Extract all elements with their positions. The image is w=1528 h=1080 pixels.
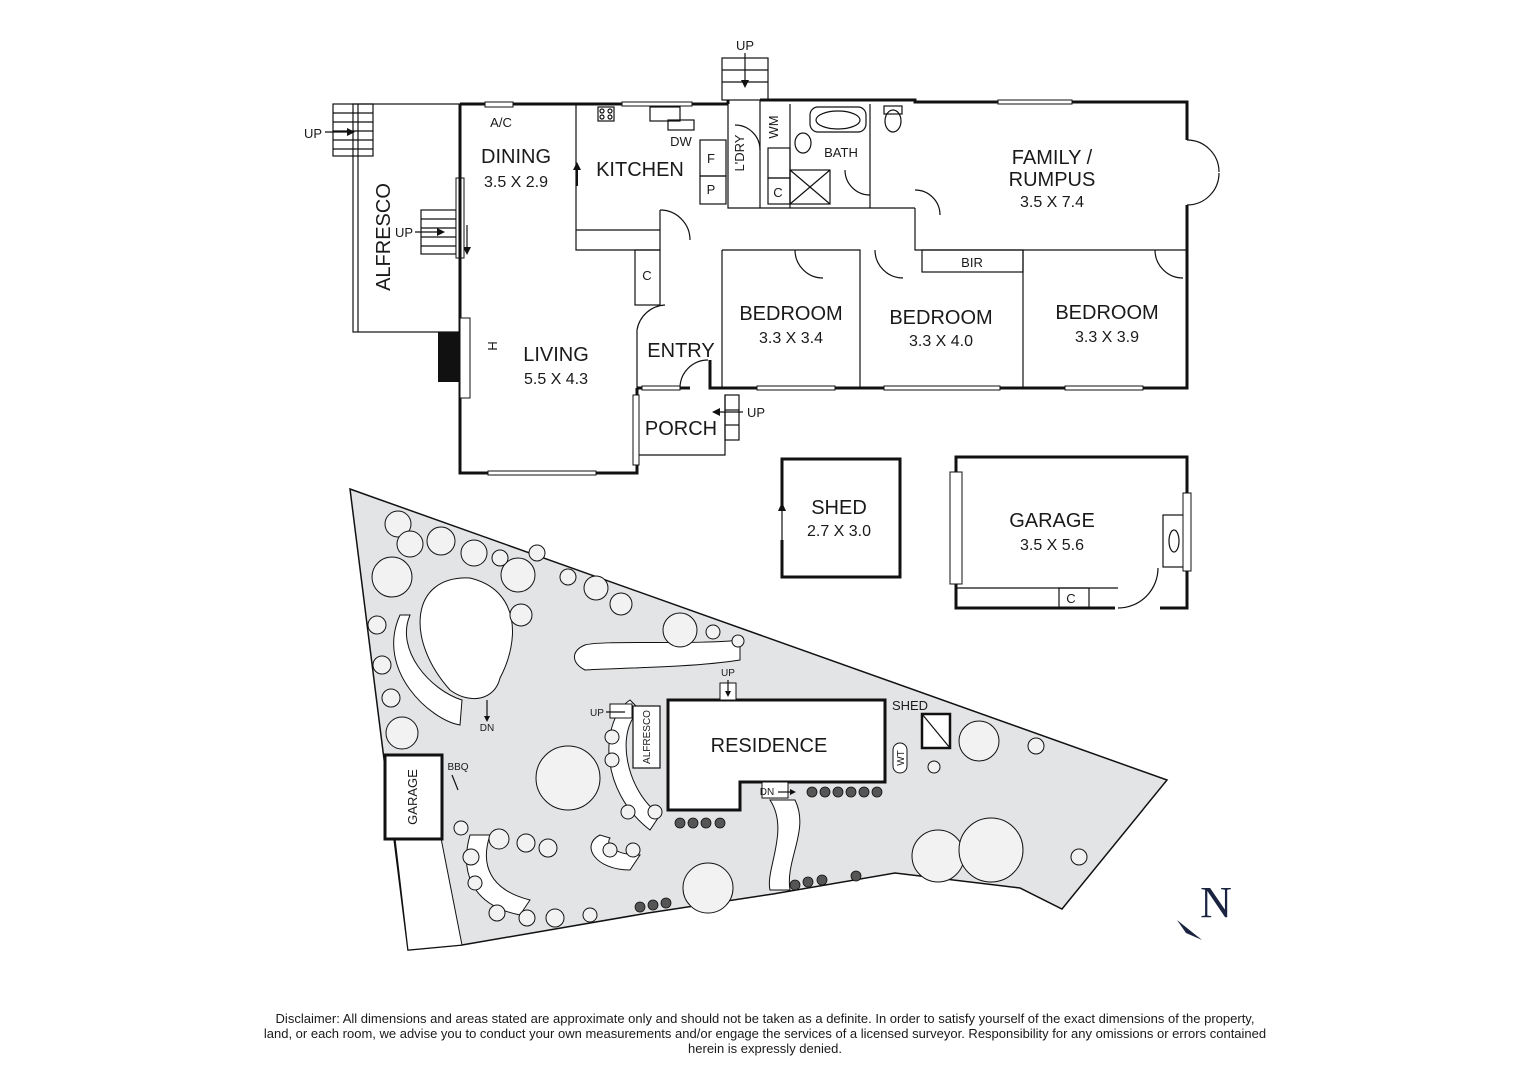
north-arrow-icon: [1177, 920, 1202, 940]
living-label: LIVING: [523, 344, 589, 366]
kitchen-label: KITCHEN: [596, 159, 684, 181]
bedroom2-label: BEDROOM: [889, 307, 992, 329]
dining-label: DINING: [481, 146, 551, 168]
site-dn-label-pond: DN: [480, 723, 494, 734]
family-label-line1: FAMILY /: [1012, 147, 1093, 169]
bedroom1-size: 3.3 X 3.4: [759, 330, 823, 347]
residence-label: RESIDENCE: [711, 735, 828, 757]
outbuildings: SHED 2.7 X 3.0 C GARAGE 3.5 X 5.6: [778, 455, 1192, 610]
side-up-label: UP: [395, 225, 413, 240]
porch-label: PORCH: [645, 418, 717, 440]
garage-cupboard-label: C: [1066, 591, 1075, 606]
alfresco-steps: [332, 103, 374, 157]
shed-size: 2.7 X 3.0: [807, 523, 871, 540]
entry-label: ENTRY: [647, 340, 714, 362]
wm-label: WM: [766, 115, 781, 138]
alfresco-label: ALFRESCO: [373, 183, 395, 291]
site-up-label-north: UP: [721, 668, 735, 679]
trees: [371, 510, 1024, 914]
bir-label: BIR: [961, 255, 983, 270]
laundry-label: L'DRY: [732, 134, 747, 171]
hedge: [634, 786, 883, 913]
disclaimer-text: Disclaimer: All dimensions and areas sta…: [263, 1011, 1267, 1056]
shrubs: [367, 544, 1088, 928]
site-up-label-west: UP: [590, 708, 604, 719]
bedroom1-label: BEDROOM: [739, 303, 842, 325]
site-dn-label-south: DN: [760, 787, 774, 798]
house-floor-plan: DINING 3.5 X 2.9 A/C KITCHEN DW F P C LI…: [304, 38, 1220, 476]
bbq-label: BBQ: [447, 762, 468, 773]
site-garage-label: GARAGE: [405, 769, 420, 825]
heater-label: H: [485, 341, 500, 350]
garage-label: GARAGE: [1009, 510, 1095, 532]
bath-label: BATH: [824, 145, 858, 160]
compass: N: [1177, 878, 1232, 940]
bedroom2-size: 3.3 X 4.0: [909, 333, 973, 350]
pantry-label: P: [707, 182, 716, 197]
bedroom3-size: 3.3 X 3.9: [1075, 329, 1139, 346]
house-walls: [458, 53, 1220, 476]
garage-size: 3.5 X 5.6: [1020, 537, 1084, 554]
north-up-label: UP: [736, 38, 754, 53]
north-label: N: [1200, 878, 1232, 927]
dishwasher-label: DW: [670, 134, 692, 149]
ac-label: A/C: [490, 115, 512, 130]
shed-label: SHED: [811, 497, 867, 519]
laundry-cupboard-label: C: [773, 185, 782, 200]
dining-size: 3.5 X 2.9: [484, 174, 548, 191]
site-alfresco-label: ALFRESCO: [642, 710, 653, 764]
kitchen-cupboard-label: C: [642, 268, 651, 283]
site-plan: RESIDENCE ALFRESCO GARAGE SHED BBQ WT UP…: [349, 487, 1169, 951]
water-tank-label: WT: [896, 750, 907, 766]
porch-steps: [724, 394, 740, 441]
living-size: 5.5 X 4.3: [524, 371, 588, 388]
fridge-label: F: [707, 151, 715, 166]
alfresco-up-label: UP: [304, 126, 322, 141]
floor-labels: DINING 3.5 X 2.9 A/C KITCHEN DW F P C LI…: [304, 38, 1159, 440]
porch-up-label: UP: [747, 405, 765, 420]
family-label-line2: RUMPUS: [1009, 169, 1096, 191]
bedroom3-label: BEDROOM: [1055, 302, 1158, 324]
alfresco-deck: [325, 103, 471, 382]
site-shed-label: SHED: [892, 698, 928, 713]
family-size: 3.5 X 7.4: [1020, 194, 1084, 211]
